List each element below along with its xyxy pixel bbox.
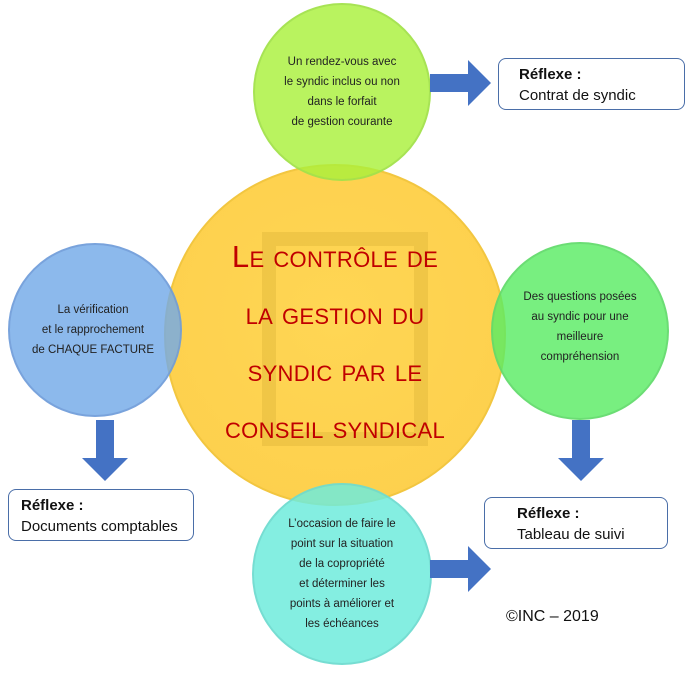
circle-text: de CHAQUE FACTURE <box>31 344 155 356</box>
circle-verification: La vérification et le rapprochement de C… <box>8 243 182 417</box>
arrow-right-icon <box>430 60 491 106</box>
arrow-down-icon <box>82 420 128 481</box>
circle-text: compréhension <box>540 351 620 363</box>
checklist-watermark-icon <box>262 232 428 446</box>
circle-text: au syndic pour une <box>531 311 629 323</box>
reflex-box-documents: Réflexe : Documents comptables <box>8 489 194 541</box>
circle-text: La vérification <box>57 304 129 316</box>
reflex-value: Contrat de syndic <box>519 87 636 104</box>
reflex-value: Documents comptables <box>21 518 178 535</box>
reflex-label: Réflexe : <box>517 505 580 522</box>
circle-text: meilleure <box>556 331 604 343</box>
circle-text: Des questions posées <box>523 291 637 303</box>
reflex-label: Réflexe : <box>21 497 84 514</box>
title-line: syndic par le <box>247 353 423 388</box>
reflex-value: Tableau de suivi <box>517 526 625 543</box>
circle-text: point sur la situation <box>290 538 394 550</box>
reflex-label: Réflexe : <box>519 66 582 83</box>
circle-text: et déterminer les <box>299 578 385 590</box>
circle-rendez-vous: Un rendez-vous avec le syndic inclus ou … <box>253 3 431 181</box>
circle-text: Un rendez-vous avec <box>287 56 397 68</box>
circle-text: de la copropriété <box>299 558 385 570</box>
title-line: conseil syndical <box>224 410 446 445</box>
reflex-box-contrat: Réflexe : Contrat de syndic <box>498 58 685 110</box>
diagram-title: Le contrôle de la gestion du syndic par … <box>190 228 480 456</box>
circle-text: L’occasion de faire le <box>288 518 396 530</box>
arrow-down-icon <box>558 420 604 481</box>
circle-text: les échéances <box>305 618 379 630</box>
circle-text: et le rapprochement <box>41 324 145 336</box>
circle-text: de gestion courante <box>291 116 393 128</box>
circle-text: le syndic inclus ou non <box>284 76 400 88</box>
circle-text: dans le forfait <box>307 96 377 108</box>
title-line: Le contrôle de <box>231 239 439 274</box>
center-circle <box>164 164 506 506</box>
circle-occasion: L’occasion de faire le point sur la situ… <box>252 483 432 665</box>
copyright: ©INC – 2019 <box>506 608 599 625</box>
circle-questions: Des questions posées au syndic pour une … <box>491 242 669 420</box>
title-line: la gestion du <box>245 296 425 331</box>
reflex-box-tableau: Réflexe : Tableau de suivi <box>484 497 668 549</box>
circle-text: points à améliorer et <box>289 598 395 610</box>
arrow-right-icon <box>430 546 491 592</box>
